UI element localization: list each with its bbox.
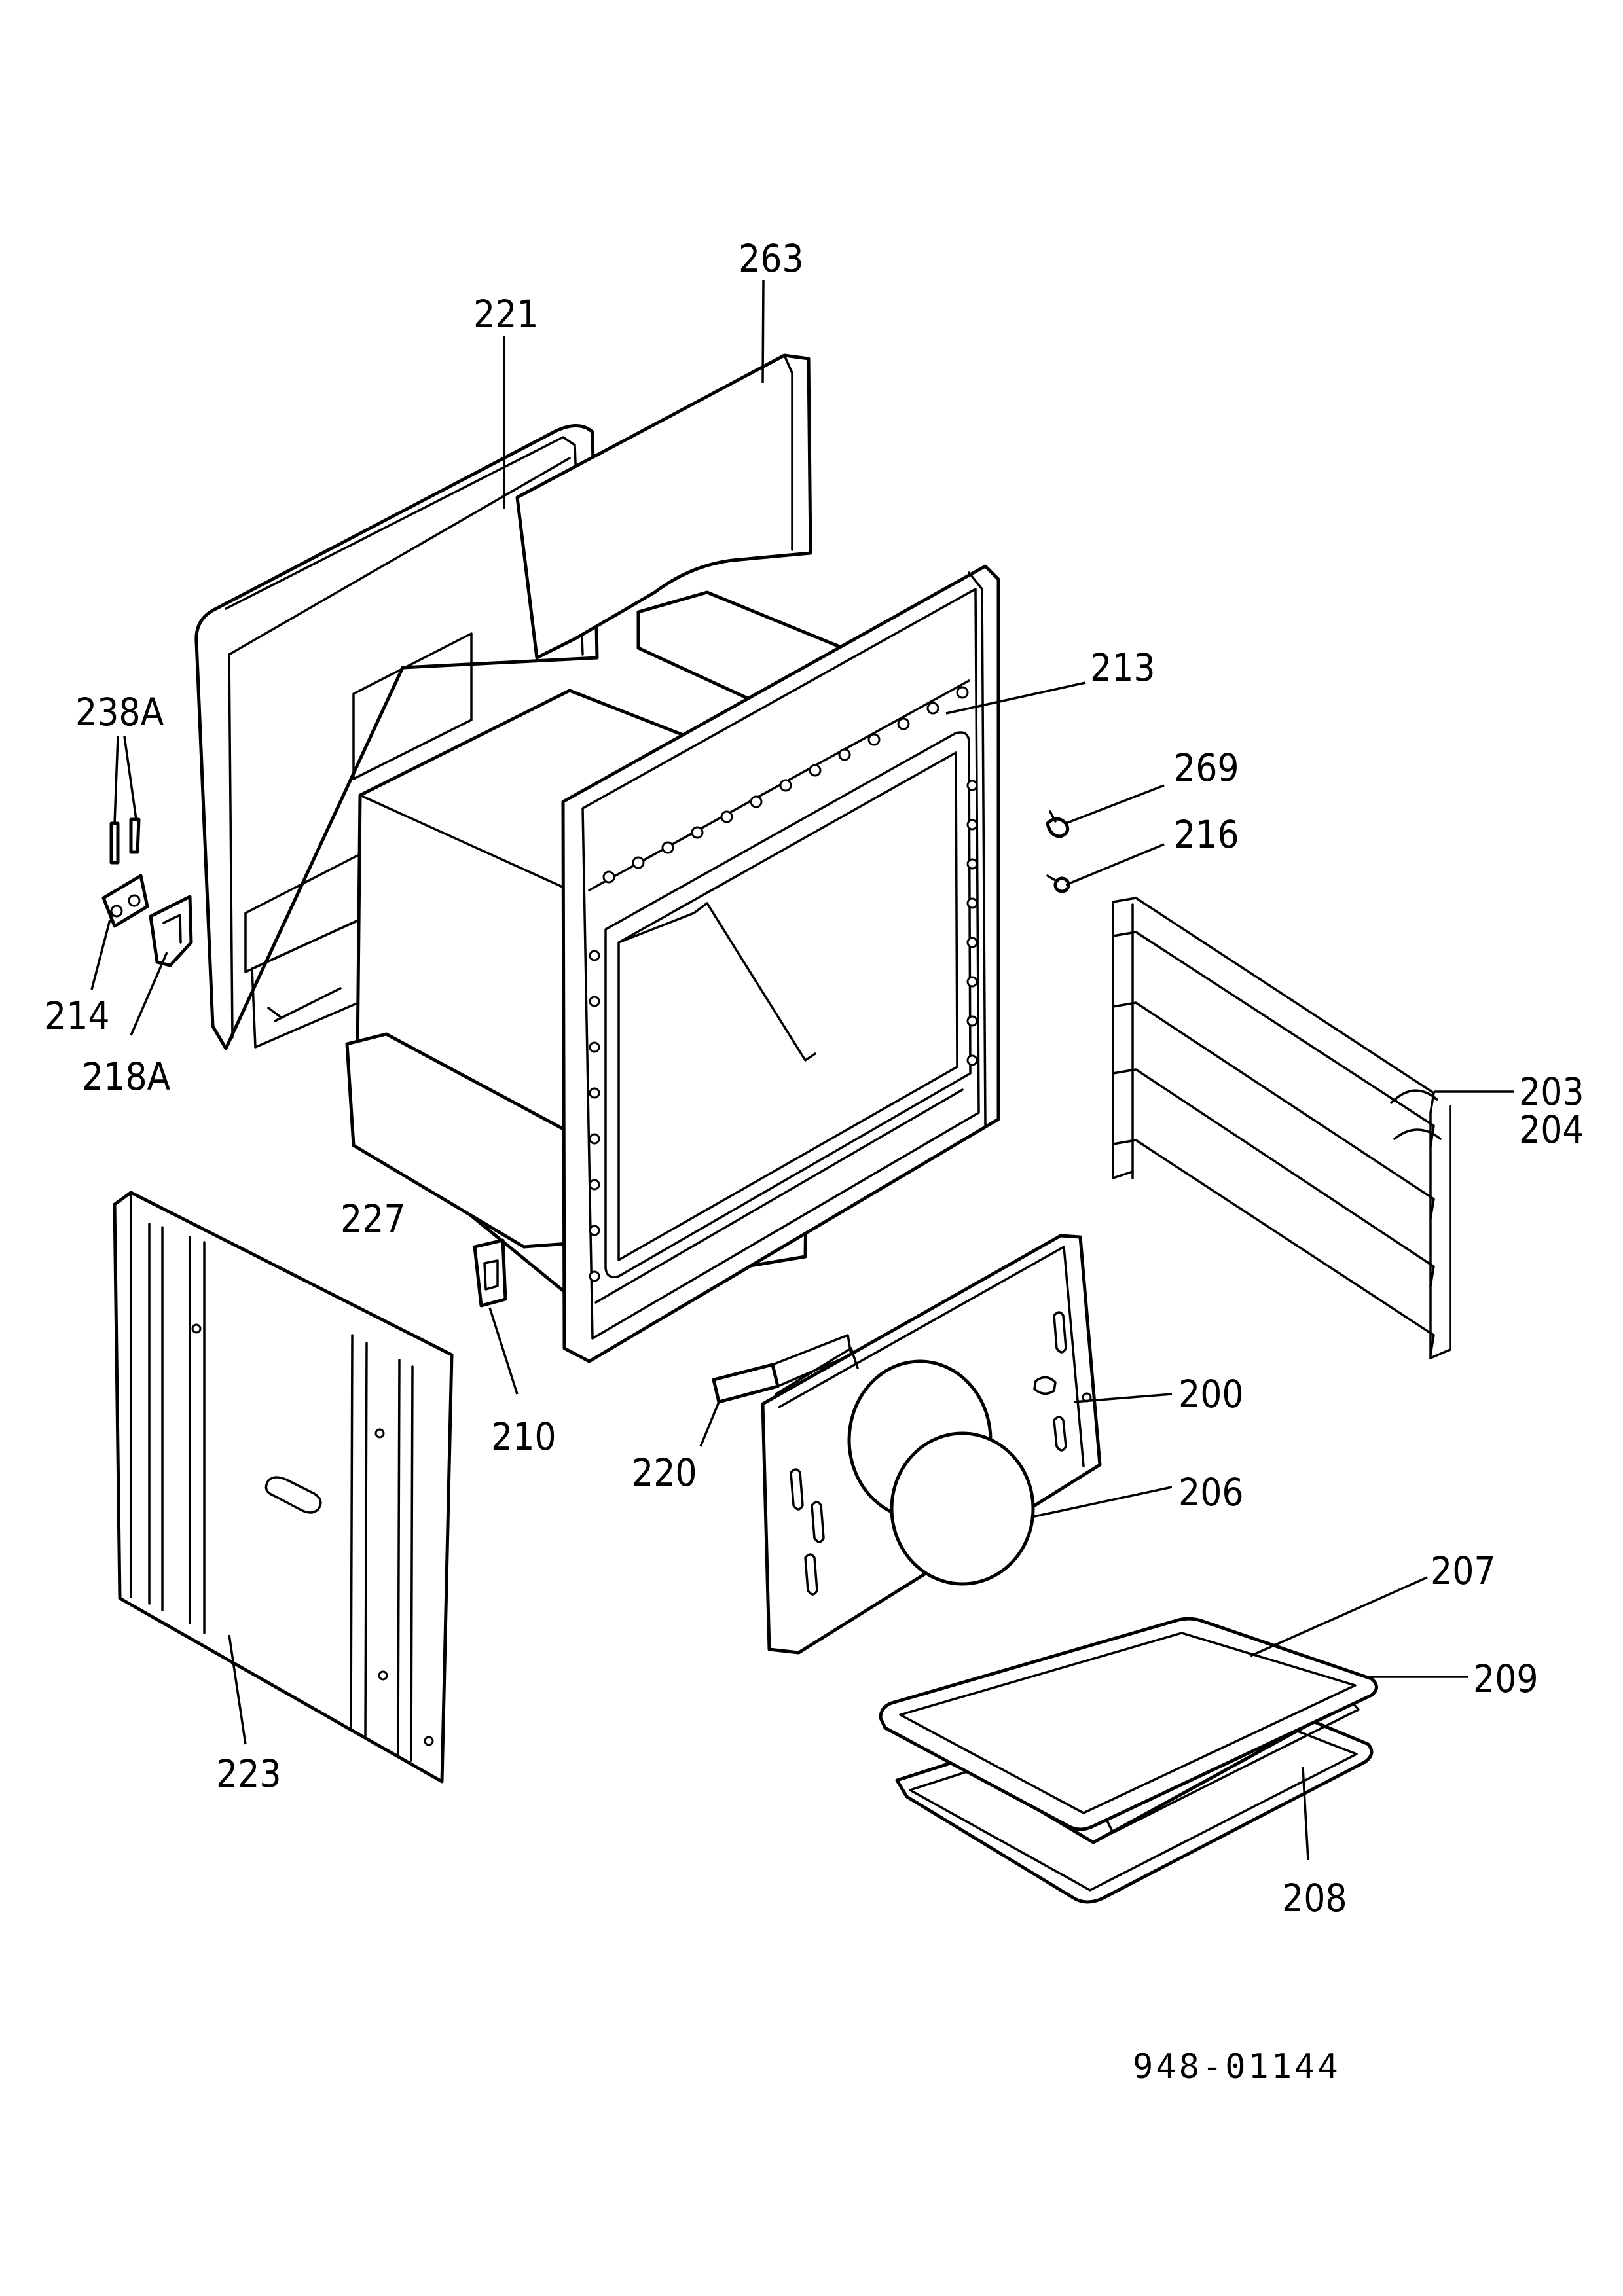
label-208: 208 xyxy=(1282,1876,1347,1920)
leader-lines xyxy=(90,279,1514,1861)
label-218A: 218A xyxy=(82,1054,171,1099)
label-216: 216 xyxy=(1174,812,1239,857)
label-210: 210 xyxy=(491,1414,556,1459)
label-213: 213 xyxy=(1090,645,1156,690)
label-269: 269 xyxy=(1174,745,1239,790)
part-203-204-shelf-rails xyxy=(1112,897,1451,1359)
part-labels: 263 221 213 269 216 238A 214 218A 203 20… xyxy=(45,236,1584,1920)
part-218A-bracket xyxy=(149,895,193,967)
frame-vent-holes xyxy=(589,686,978,1282)
label-204: 204 xyxy=(1519,1107,1584,1152)
label-214: 214 xyxy=(45,994,110,1038)
part-223-side-panel xyxy=(113,1191,454,1784)
part-206-fan-guard-mesh xyxy=(890,1431,1035,1586)
part-216-screw xyxy=(1046,874,1070,893)
label-207: 207 xyxy=(1431,1549,1496,1593)
part-210-clip xyxy=(473,1238,507,1308)
label-263: 263 xyxy=(739,236,804,281)
label-238A: 238A xyxy=(75,690,164,734)
part-269-screw xyxy=(1046,810,1070,838)
label-206: 206 xyxy=(1178,1470,1244,1515)
label-200: 200 xyxy=(1178,1372,1244,1416)
part-238A-pins xyxy=(109,817,141,865)
part-207-baking-sheet xyxy=(879,1617,1378,1831)
part-213-front-frame xyxy=(561,564,1000,1363)
label-221: 221 xyxy=(473,292,539,336)
label-227: 227 xyxy=(340,1196,406,1241)
label-223: 223 xyxy=(216,1751,282,1796)
part-263-top-insulation xyxy=(515,353,812,660)
label-203: 203 xyxy=(1519,1069,1584,1114)
label-220: 220 xyxy=(632,1450,697,1495)
label-209: 209 xyxy=(1473,1657,1539,1701)
part-214-hinge xyxy=(101,874,149,928)
drawing-number: 948-01144 xyxy=(1133,2047,1341,2087)
